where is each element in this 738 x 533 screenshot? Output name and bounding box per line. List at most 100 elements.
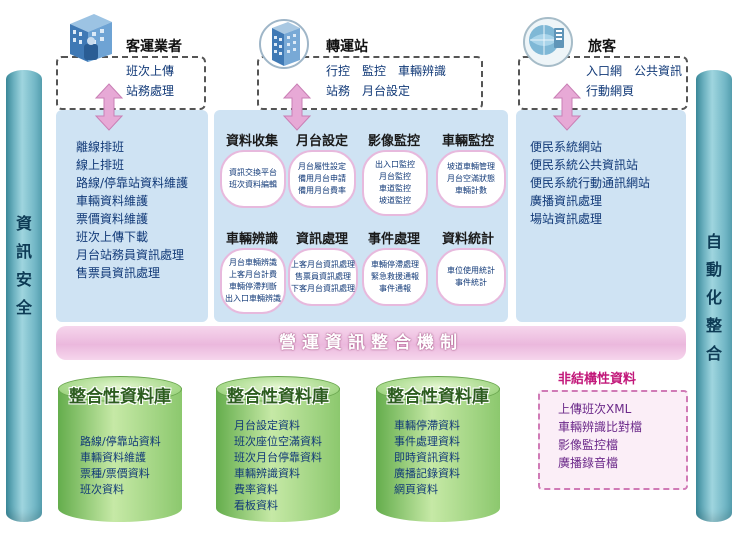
- module-line: 備用月台費率: [298, 186, 346, 195]
- list-item: 離線排班: [76, 140, 125, 154]
- module-pill: 月台車輛辨識 上客月台計費 車輛停滯判斷 出入口車輛辨識: [220, 248, 286, 314]
- module-title: 影像監控: [367, 134, 420, 149]
- module-title: 資訊處理: [295, 232, 348, 247]
- unstructured-list: 上傳班次XML 車輛辨識比對檔 影像監控檔 廣播錄音檔: [558, 400, 642, 472]
- list-item: 便民系統行動通訊網站: [530, 176, 651, 190]
- database-top: [376, 376, 500, 402]
- operators-function-list: 離線排班 線上排班 路線/停靠站資料維護 車輛資料維護 票價資料維護 班次上傳下…: [76, 138, 188, 282]
- list-item: 上傳班次XML: [558, 402, 632, 416]
- operators-panel: [56, 110, 208, 322]
- module-line: 車道監控: [379, 184, 411, 193]
- pillar-char: 化: [705, 288, 722, 307]
- module-line: 車輛停滯處理: [371, 260, 419, 269]
- double-arrow-icon: [94, 83, 124, 131]
- terminal-line-2: 站務 月台設定: [326, 84, 411, 98]
- module-line: 上客月台計費: [229, 270, 277, 279]
- integration-band-label: 營運資訊整合機制: [279, 333, 463, 353]
- database-top: [216, 376, 340, 402]
- pillar-char: 資: [15, 214, 32, 233]
- module-line: 坡道監控: [379, 196, 411, 205]
- module-line: 班次資料編輯: [229, 180, 277, 189]
- pillar-char: 合: [705, 344, 722, 363]
- module-title: 事件處理: [367, 232, 420, 247]
- list-item: 車輛辨識比對檔: [558, 420, 643, 434]
- database-top: [58, 376, 182, 402]
- list-item: 廣播資訊處理: [530, 194, 603, 208]
- globe-network-icon: [523, 17, 573, 67]
- list-item: 即時資訊資料: [394, 451, 460, 464]
- list-item: 費率資料: [234, 483, 278, 496]
- pillar-char: 安: [15, 270, 32, 289]
- module-line: 月台空滿狀態: [447, 174, 495, 183]
- list-item: 車輛資料維護: [80, 451, 146, 464]
- operators-line-1: 班次上傳: [126, 64, 175, 78]
- terminal-title: 轉運站: [326, 39, 368, 55]
- module-title: 資料統計: [441, 232, 494, 247]
- module-line: 上客月台資訊處理: [291, 260, 355, 269]
- module-line: 事件通報: [379, 284, 411, 293]
- list-item: 票種/票價資料: [80, 467, 150, 480]
- passengers-title: 旅客: [588, 39, 616, 55]
- info-security-pillar: 資 訊 安 全: [6, 70, 42, 522]
- module-line: 出入口車輛辨識: [225, 294, 281, 303]
- database-cylinder: 整合性資料庫: [58, 376, 182, 522]
- list-item: 廣播錄音檔: [558, 456, 619, 470]
- module-line: 車輛計數: [455, 186, 487, 195]
- database-body: [58, 388, 182, 522]
- list-item: 班次資料: [80, 483, 124, 496]
- passengers-panel: [516, 110, 686, 322]
- passengers-function-list: 便民系統網站 便民系統公共資訊站 便民系統行動通訊網站 廣播資訊處理 場站資訊處…: [530, 138, 650, 228]
- module-line: 月台車輛辨識: [229, 258, 277, 267]
- list-item: 車輛資料維護: [76, 194, 149, 208]
- module-title: 月台設定: [295, 134, 348, 149]
- list-item: 班次月台停靠資料: [234, 451, 322, 464]
- module-title: 車輛辨識: [225, 232, 278, 247]
- double-arrow-icon: [552, 83, 582, 131]
- list-item: 車輛辨識資料: [234, 467, 300, 480]
- module-pill: 坡道車輛管理 月台空滿狀態 車輛計數: [436, 150, 506, 208]
- module-pill: 車輛停滯處理 緊急救援通報 事件通報: [362, 248, 428, 306]
- database-body: [216, 388, 340, 522]
- list-item: 看板資料: [234, 499, 278, 512]
- database-title: 整合性資料庫: [69, 387, 171, 407]
- module-line: 緊急救援通報: [371, 272, 419, 281]
- module-line: 車輛停滯判斷: [229, 282, 277, 291]
- database-list: 路線/停靠站資料 車輛資料維護 票種/票價資料 班次資料: [80, 434, 161, 498]
- list-item: 網頁資料: [394, 483, 438, 496]
- list-item: 影像監控檔: [558, 438, 619, 452]
- list-item: 線上排班: [76, 158, 125, 172]
- terminal-line-1: 行控 監控 車輛辨識: [326, 64, 447, 78]
- unstructured-box: [538, 390, 688, 490]
- module-line: 資訊交換平台: [229, 168, 277, 177]
- pillar-char: 全: [15, 298, 32, 317]
- list-item: 班次座位空滿資料: [234, 435, 322, 448]
- list-item: 便民系統公共資訊站: [530, 158, 639, 172]
- module-line: 備用月台申請: [298, 174, 346, 183]
- operators-box: [56, 56, 206, 110]
- database-list: 車輛停滯資料 事件處理資料 即時資訊資料 廣播記錄資料 網頁資料: [394, 418, 460, 498]
- operators-line-2: 站務處理: [126, 84, 175, 98]
- list-item: 月台站務員資訊處理: [76, 248, 185, 262]
- database-cylinder: 整合性資料庫: [216, 376, 340, 522]
- module-line: 下客月台資訊處理: [291, 284, 355, 293]
- module-line: 月台屬性設定: [298, 162, 346, 171]
- list-item: 路線/停靠站資料: [80, 435, 161, 448]
- double-arrow-icon: [282, 83, 312, 131]
- module-line: 坡道車輛管理: [447, 162, 495, 171]
- module-pill: 資訊交換平台 班次資料編輯: [220, 150, 286, 208]
- database-list: 月台設定資料 班次座位空滿資料 班次月台停靠資料 車輛辨識資料 費率資料 看板資…: [234, 418, 322, 514]
- passengers-line-2: 行動網頁: [586, 84, 635, 98]
- pillar-char: 動: [705, 260, 722, 279]
- list-item: 售票員資訊處理: [76, 266, 161, 280]
- module-line: 售票員資訊處理: [295, 272, 351, 281]
- module-pill: 月台屬性設定 備用月台申請 備用月台費率: [288, 150, 356, 208]
- module-pill: 出入口監控 月台監控 車道監控 坡道監控: [362, 150, 428, 216]
- database-title: 整合性資料庫: [387, 387, 489, 407]
- list-item: 月台設定資料: [234, 419, 300, 432]
- pillar-text-right: 自 動 化 整 合: [696, 228, 732, 368]
- list-item: 場站資訊處理: [530, 212, 603, 226]
- list-item: 車輛停滯資料: [394, 419, 460, 432]
- terminal-building-icon: [259, 19, 309, 69]
- module-line: 車位使用統計: [447, 266, 495, 275]
- passengers-line-1: 入口網 公共資訊: [586, 64, 683, 78]
